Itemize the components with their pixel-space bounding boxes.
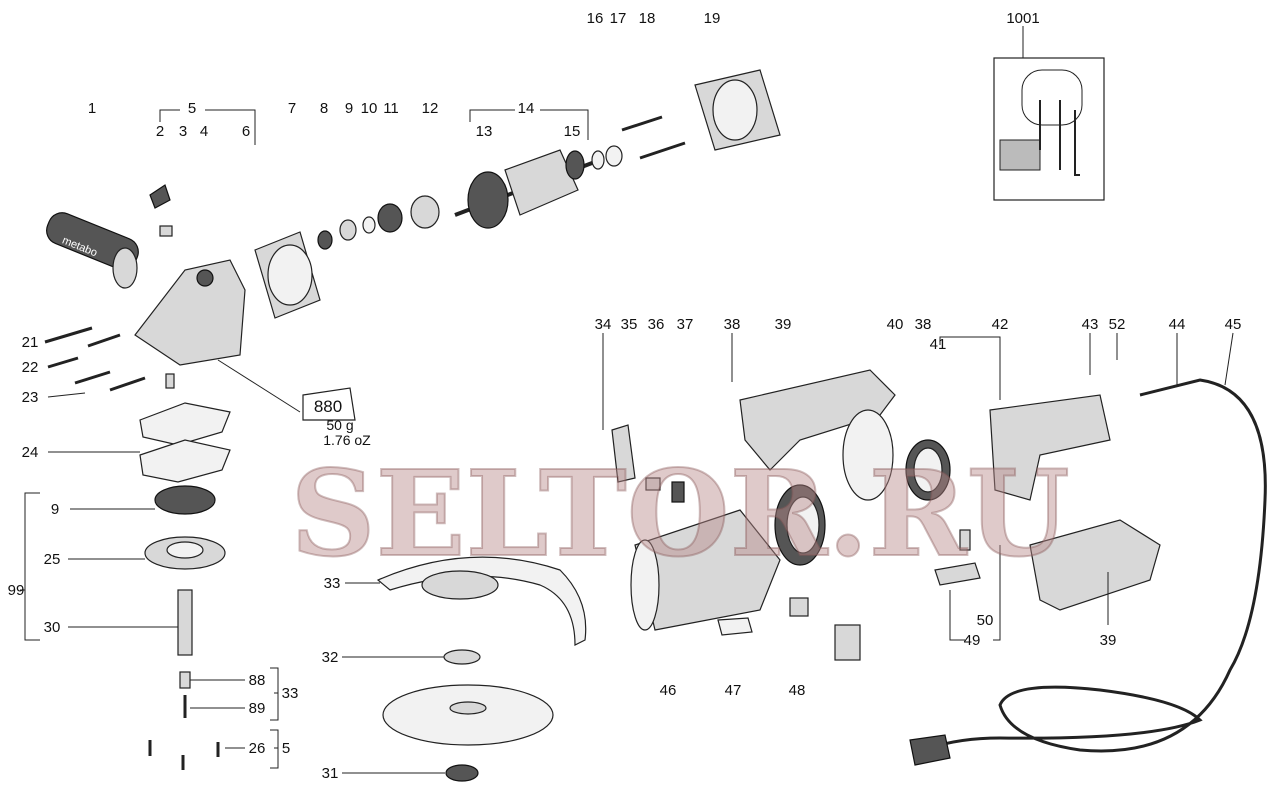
callout: 39: [775, 316, 792, 333]
callout: 15: [564, 123, 581, 140]
guard-and-disc: [342, 556, 587, 782]
motor-housing-parts: [602, 333, 861, 661]
callout: 38: [915, 316, 932, 333]
callout: 33: [282, 685, 299, 702]
callout: 2: [156, 123, 164, 140]
callout: 49: [964, 632, 981, 649]
callout: 5: [188, 100, 196, 117]
callout: 38: [724, 316, 741, 333]
callout: 10: [361, 100, 378, 117]
callout: 16: [587, 10, 604, 27]
rear-housing-parts: [731, 333, 1161, 641]
callout: 7: [288, 100, 296, 117]
callout: 24: [22, 444, 39, 461]
callout: 9: [345, 100, 353, 117]
callout: 42: [992, 316, 1009, 333]
callout: 33: [324, 575, 341, 592]
callout: 47: [725, 682, 742, 699]
callout: 18: [639, 10, 656, 27]
stator: [694, 69, 781, 151]
callout: 37: [677, 316, 694, 333]
gear-housing: [134, 184, 246, 366]
callout: 25: [44, 551, 61, 568]
callout: 50: [977, 612, 994, 629]
callout: 1001: [1006, 10, 1039, 27]
callout: 23: [22, 389, 39, 406]
grease-tube: 880 50 g 1.76 oZ: [217, 359, 371, 448]
callout-labels: 1 5 2 3 4 6 7 8 9 10 11 12 14 13 15 16 1…: [8, 10, 1242, 782]
bracket-5: [159, 109, 256, 145]
callout: 99: [8, 582, 25, 599]
callout: 39: [1100, 632, 1117, 649]
callout: 12: [422, 100, 439, 117]
callout: 40: [887, 316, 904, 333]
callout: 35: [621, 316, 638, 333]
screws-left: [44, 326, 231, 483]
callout: 3: [179, 123, 187, 140]
callout: 1: [88, 100, 96, 117]
callout: 30: [44, 619, 61, 636]
callout: 9: [51, 501, 59, 518]
power-cable: [909, 332, 1267, 766]
grease-weight-oz: 1.76 oZ: [323, 432, 371, 448]
watermark: SELTOR.RU: [290, 444, 1069, 583]
callout: 5: [282, 740, 290, 757]
callout: 43: [1082, 316, 1099, 333]
callout: 52: [1109, 316, 1126, 333]
grease-code: 880: [314, 397, 342, 416]
callout: 48: [789, 682, 806, 699]
callout: 45: [1225, 316, 1242, 333]
callout: 41: [930, 336, 947, 353]
bracket-14: [469, 109, 589, 140]
callout: 19: [704, 10, 721, 27]
callout: 88: [249, 672, 266, 689]
side-handle: metabo: [46, 212, 139, 289]
callout: 11: [383, 100, 399, 117]
callout: 17: [610, 10, 627, 27]
armature: [454, 115, 686, 229]
callout: 32: [322, 649, 339, 666]
wiring-inset: [993, 26, 1105, 201]
callout: 46: [660, 682, 677, 699]
callout: 6: [242, 123, 250, 140]
callout: 14: [518, 100, 535, 117]
callout: 4: [200, 123, 208, 140]
flange-and-bearings: [254, 195, 440, 319]
callout: 8: [320, 100, 328, 117]
gear-stack: [20, 485, 279, 770]
callout: 34: [595, 316, 612, 333]
callout: 36: [648, 316, 665, 333]
callout: 21: [22, 334, 39, 351]
callout: 44: [1169, 316, 1186, 333]
callout: 13: [476, 123, 493, 140]
grease-weight-g: 50 g: [326, 417, 353, 433]
callout: 89: [249, 700, 266, 717]
callout: 26: [249, 740, 266, 757]
callout: 31: [322, 765, 339, 782]
callout: 22: [22, 359, 39, 376]
